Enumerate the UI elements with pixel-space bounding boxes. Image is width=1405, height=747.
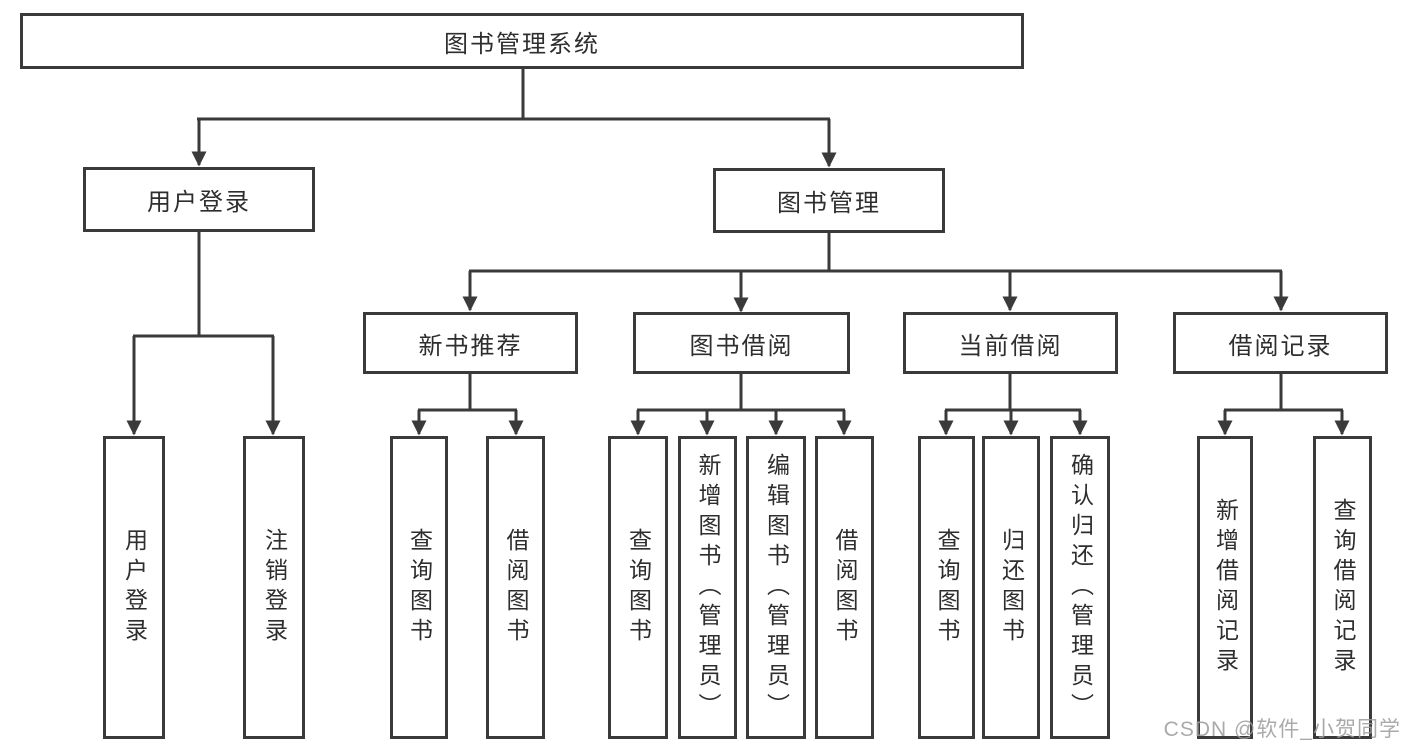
leaf-newbook-borrow-books: 借阅图书 (486, 436, 545, 739)
leaf-user-login: 用户登录 (103, 436, 165, 739)
leaf-borrow-query-books: 查询图书 (608, 436, 668, 739)
leaf-query-borrow-record: 查询借阅记录 (1313, 436, 1372, 739)
node-user-login: 用户登录 (83, 167, 315, 232)
leaf-current-query-books: 查询图书 (918, 436, 975, 739)
node-book-management: 图书管理 (713, 168, 945, 233)
node-current-borrow: 当前借阅 (903, 312, 1118, 374)
leaf-edit-book-admin: 编辑图书（管理员） (746, 436, 806, 739)
leaf-confirm-return-admin: 确认归还（管理员） (1050, 436, 1110, 739)
leaf-add-borrow-record: 新增借阅记录 (1197, 436, 1253, 739)
csdn-watermark: CSDN @软件_小贺同学 (1163, 718, 1401, 741)
leaf-add-book-admin: 新增图书（管理员） (678, 436, 737, 739)
leaf-return-books: 归还图书 (982, 436, 1040, 739)
leaf-borrow-borrow-books: 借阅图书 (815, 436, 874, 739)
node-book-borrow: 图书借阅 (633, 312, 850, 374)
leaf-logout: 注销登录 (243, 436, 305, 739)
node-borrow-record: 借阅记录 (1173, 312, 1388, 374)
node-root-system: 图书管理系统 (20, 13, 1024, 69)
node-new-book-recommend: 新书推荐 (363, 312, 578, 374)
leaf-newbook-query-books: 查询图书 (390, 436, 448, 739)
